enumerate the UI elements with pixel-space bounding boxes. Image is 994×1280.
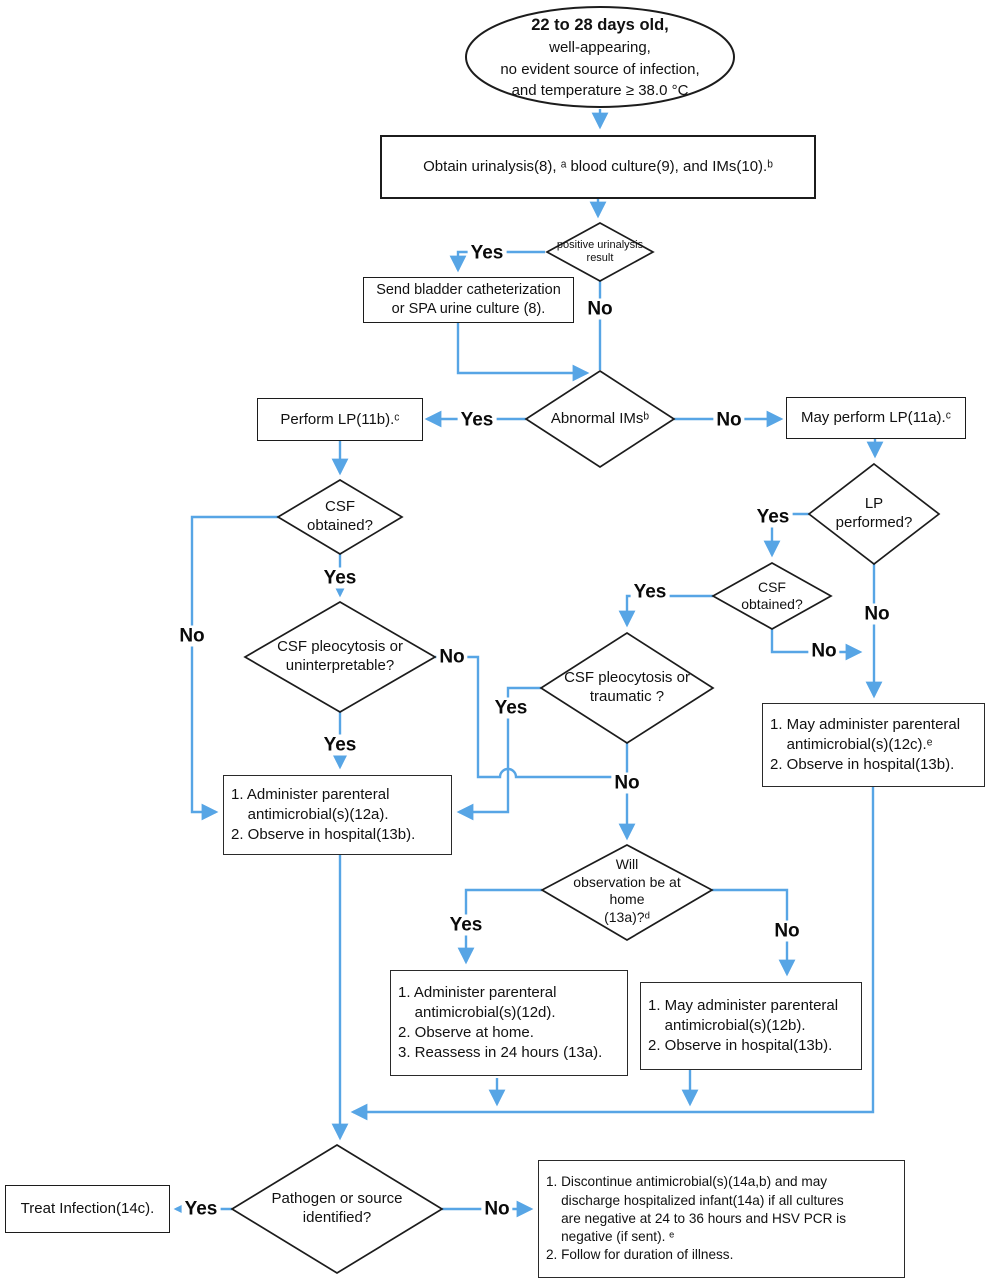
antimicrobial-12a-box: 1. Administer parenteral antimicrobial(s… <box>223 775 452 855</box>
label-no-pathogen: No <box>481 1198 513 1220</box>
csf-obtained-right-diamond-shape <box>711 562 833 630</box>
label-no-csf-left: No <box>176 625 208 647</box>
obtain-tests-box: Obtain urinalysis(8), ᵃ blood culture(9)… <box>380 135 816 199</box>
edge-csfright-yes <box>618 594 713 628</box>
label-no-lp-performed: No <box>861 603 893 625</box>
label-yes-pleocytosis-left: Yes <box>320 734 360 756</box>
antimicrobial-12d-box: 1. Administer parenteral antimicrobial(s… <box>390 970 628 1076</box>
lp-performed-diamond-shape <box>807 462 941 566</box>
edge-pleoleft-no <box>435 655 628 779</box>
label-no-urinalysis: No <box>584 298 616 320</box>
label-no-csf-right: No <box>808 640 840 662</box>
label-no-observation-home: No <box>771 920 803 942</box>
discontinue-antimicrobials-box: 1. Discontinue antimicrobial(s)(14a,b) a… <box>538 1160 905 1278</box>
label-no-traumatic: No <box>611 772 643 794</box>
may-perform-lp-box: May perform LP(11a).ᶜ <box>786 397 966 439</box>
edge-csfleft-no <box>190 515 278 821</box>
will-observation-diamond-shape <box>540 844 714 941</box>
edge-traumatic-yes <box>456 686 541 821</box>
start-node: 22 to 28 days old, well-appearing, no ev… <box>468 14 732 101</box>
csf-pleocytosis-traumatic-diamond-shape <box>539 631 715 745</box>
edge-12c-to-merge <box>350 787 875 1121</box>
start-ellipse-shape <box>465 6 735 108</box>
treat-infection-box: Treat Infection(14c). <box>5 1185 170 1233</box>
label-yes-lp-performed: Yes <box>753 506 793 528</box>
csf-pleocytosis-uninterpretable-diamond-shape <box>243 601 437 713</box>
label-yes-csf-right: Yes <box>630 581 670 603</box>
label-yes-traumatic: Yes <box>491 697 531 719</box>
label-yes-urinalysis: Yes <box>467 242 507 264</box>
label-no-pleocytosis-left: No <box>436 646 468 668</box>
label-yes-csf-left: Yes <box>320 567 360 589</box>
antimicrobial-12c-box: 1. May administer parenteral antimicrobi… <box>762 703 985 787</box>
edge-sendbox-to-ims <box>456 323 590 382</box>
start-title: 22 to 28 days old, <box>531 16 669 34</box>
antimicrobial-12b-box: 1. May administer parenteral antimicrobi… <box>640 982 862 1070</box>
positive-urinalysis-diamond-shape <box>545 222 655 282</box>
pathogen-identified-diamond-shape <box>230 1144 444 1274</box>
label-yes-ims: Yes <box>457 409 497 431</box>
label-yes-observation-home: Yes <box>446 914 486 936</box>
label-yes-pathogen: Yes <box>181 1198 221 1220</box>
edge-will-no <box>712 888 796 977</box>
csf-obtained-left-diamond-shape <box>276 479 404 555</box>
start-subtitle: well-appearing, no evident source of inf… <box>500 39 700 100</box>
edge-will-yes <box>457 888 542 965</box>
label-no-ims: No <box>713 409 745 431</box>
perform-lp-box: Perform LP(11b).ᶜ <box>257 398 423 441</box>
abnormal-ims-diamond-shape <box>524 369 676 469</box>
send-urine-culture-box: Send bladder catheterization or SPA urin… <box>363 277 574 323</box>
edge-urinalysis-yes <box>449 250 545 273</box>
